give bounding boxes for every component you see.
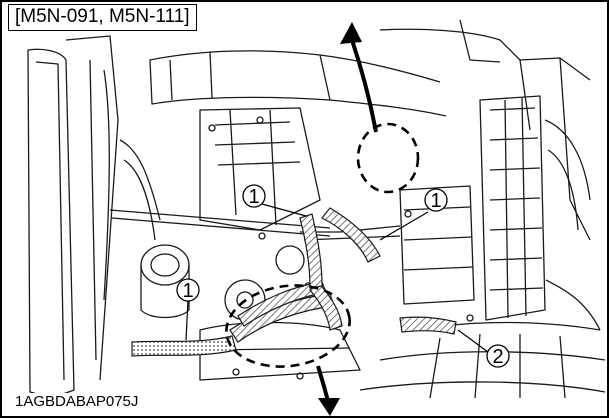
upper-highlight-ellipse	[356, 122, 420, 194]
callout-number: 2	[492, 346, 503, 368]
arrow-up-icon	[340, 22, 378, 133]
callout-1-top: 1	[242, 184, 266, 208]
figure-code: 1AGBDABAP075J	[12, 393, 142, 411]
arrow-down-icon	[316, 365, 340, 416]
callout-number: 1	[182, 280, 193, 302]
callout-2: 2	[486, 344, 510, 368]
hoses-item-1	[131, 207, 457, 357]
callout-number: 1	[248, 186, 259, 208]
highlight-markers	[225, 122, 420, 368]
callout-1-right: 1	[424, 188, 448, 212]
callout-leaders	[185, 203, 489, 353]
callout-number: 1	[430, 190, 441, 212]
callout-1-left: 1	[176, 278, 200, 302]
lower-highlight-ellipse	[225, 284, 351, 368]
model-label: [M5N-091, M5N-111]	[8, 4, 197, 31]
